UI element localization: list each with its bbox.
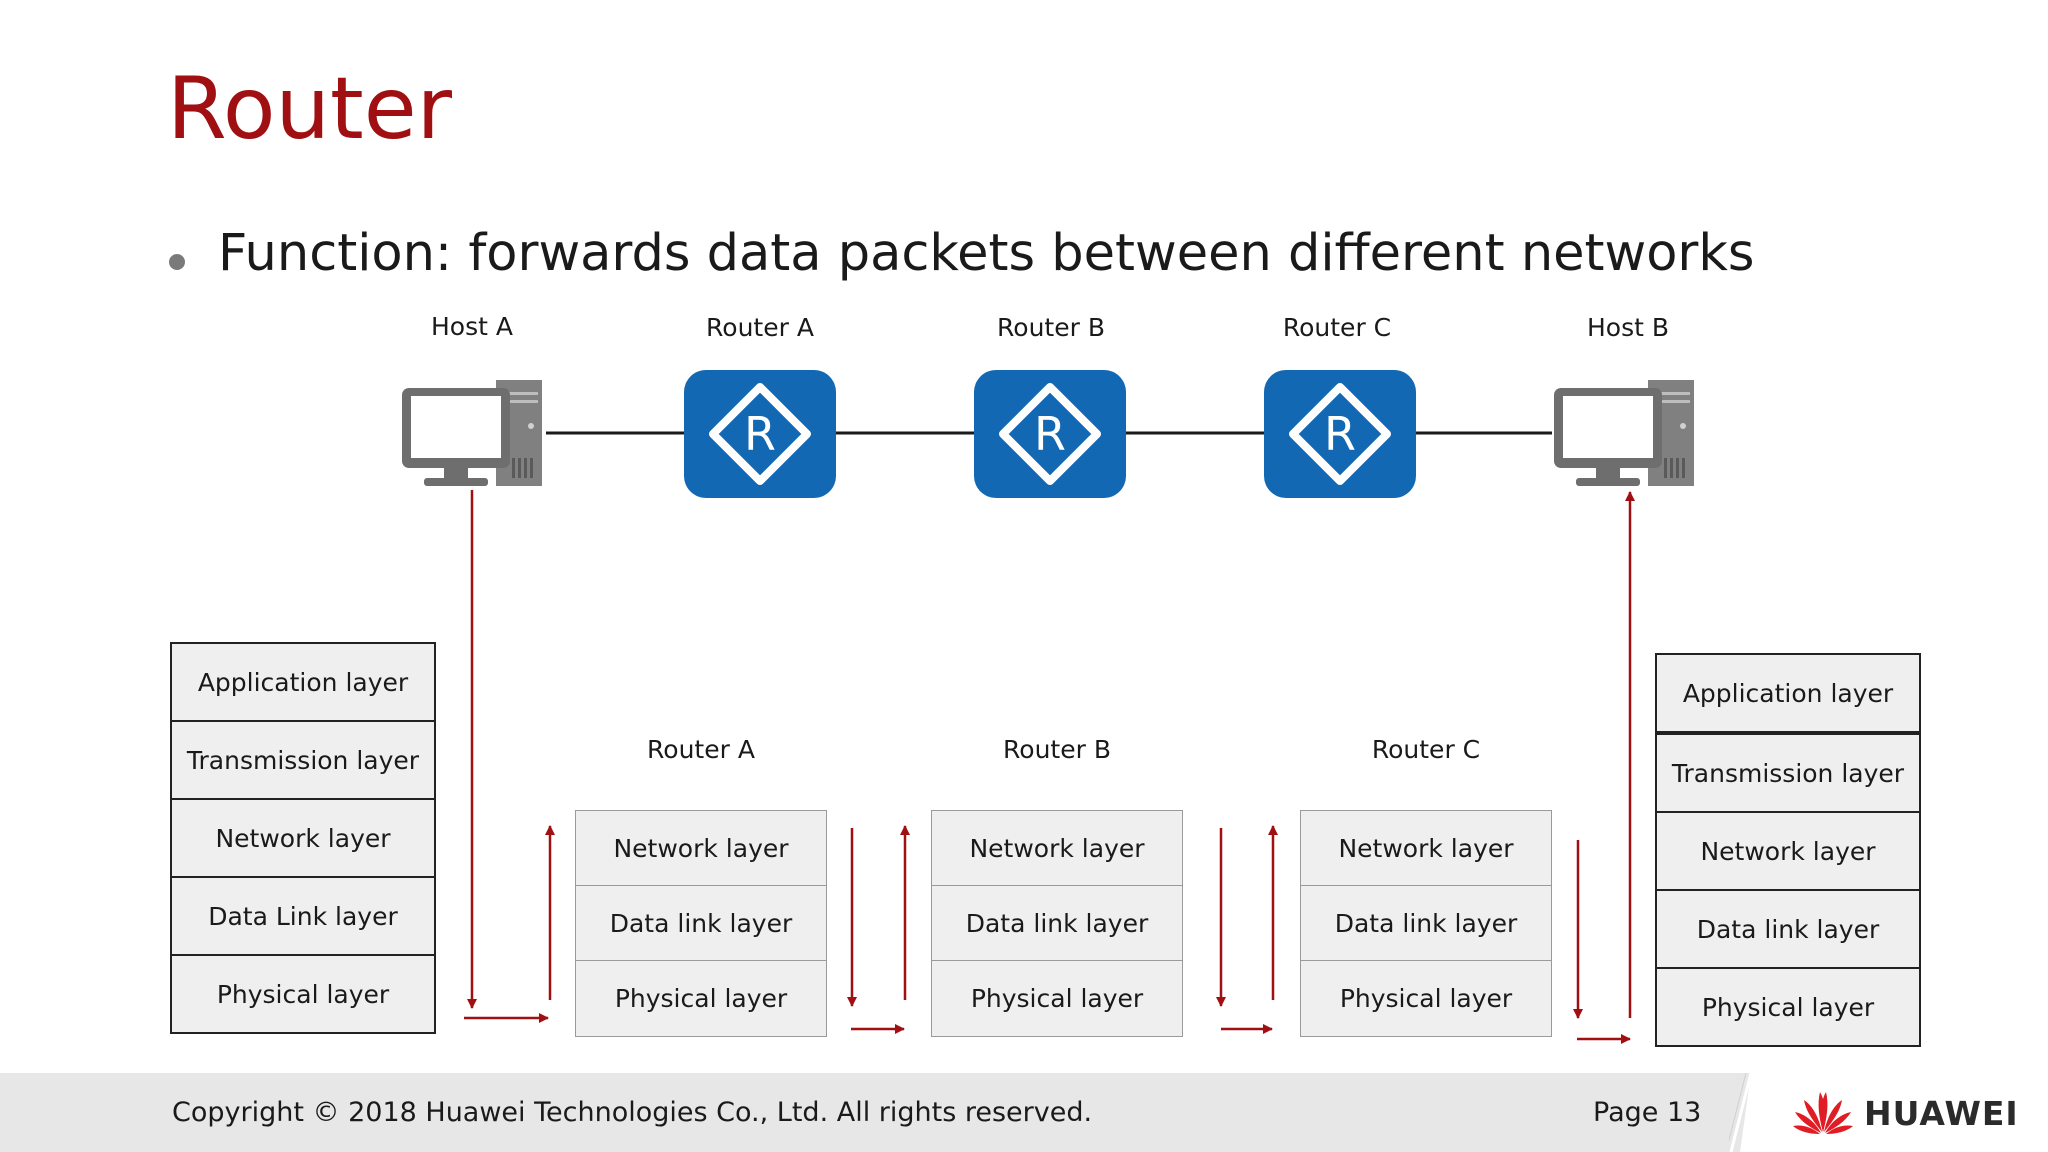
router-b-data-link-layer: Data link layer [931, 885, 1183, 962]
host-b-computer-icon [1552, 374, 1698, 490]
footer-bar [0, 1073, 2048, 1152]
bullet-dot-icon [169, 254, 185, 270]
bullet-text: Function: forwards data packets between … [218, 224, 1755, 283]
router-b-label: Router B [997, 313, 1105, 342]
router-b-icon: R [974, 370, 1126, 498]
host-a-computer-icon [400, 374, 546, 490]
router-a-network-layer: Network layer [575, 810, 827, 887]
svg-text:R: R [1324, 407, 1356, 461]
router-a-physical-layer: Physical layer [575, 960, 827, 1037]
router-a-label: Router A [706, 313, 814, 342]
svg-text:R: R [744, 407, 776, 461]
slide-title: Router [167, 59, 453, 159]
router-c-network-layer: Network layer [1300, 810, 1552, 887]
svg-text:R: R [1034, 407, 1066, 461]
host-a-label: Host A [431, 312, 513, 341]
host-a-network-layer: Network layer [170, 798, 436, 878]
footer-copyright: Copyright © 2018 Huawei Technologies Co.… [172, 1097, 1093, 1128]
host-b-data-link-layer: Data link layer [1655, 889, 1921, 969]
host-a-data-link-layer: Data Link layer [170, 876, 436, 956]
footer-page-number: Page 13 [1593, 1097, 1702, 1128]
router-b-physical-layer: Physical layer [931, 960, 1183, 1037]
router-c-physical-layer: Physical layer [1300, 960, 1552, 1037]
router-c-icon: R [1264, 370, 1416, 498]
host-b-application-layer: Application layer [1655, 653, 1921, 733]
router-c-label: Router C [1282, 313, 1392, 342]
host-a-application-layer: Application layer [170, 642, 436, 722]
huawei-flower-icon [1793, 1092, 1853, 1134]
router-b-stack-title: Router B [1003, 735, 1111, 764]
footer-brand: HUAWEI [1864, 1094, 2019, 1133]
footer-logo-panel [1740, 1073, 2048, 1152]
host-b-transmission-layer: Transmission layer [1655, 733, 1921, 813]
router-a-data-link-layer: Data link layer [575, 885, 827, 962]
footer-divider [1729, 1073, 1753, 1152]
host-b-physical-layer: Physical layer [1655, 967, 1921, 1047]
host-b-label: Host B [1586, 313, 1670, 342]
host-b-network-layer: Network layer [1655, 811, 1921, 891]
host-a-transmission-layer: Transmission layer [170, 720, 436, 800]
router-c-stack-title: Router C [1371, 735, 1481, 764]
router-b-network-layer: Network layer [931, 810, 1183, 887]
host-a-physical-layer: Physical layer [170, 954, 436, 1034]
router-c-data-link-layer: Data link layer [1300, 885, 1552, 962]
router-a-stack-title: Router A [647, 735, 755, 764]
router-a-icon: R [684, 370, 836, 498]
